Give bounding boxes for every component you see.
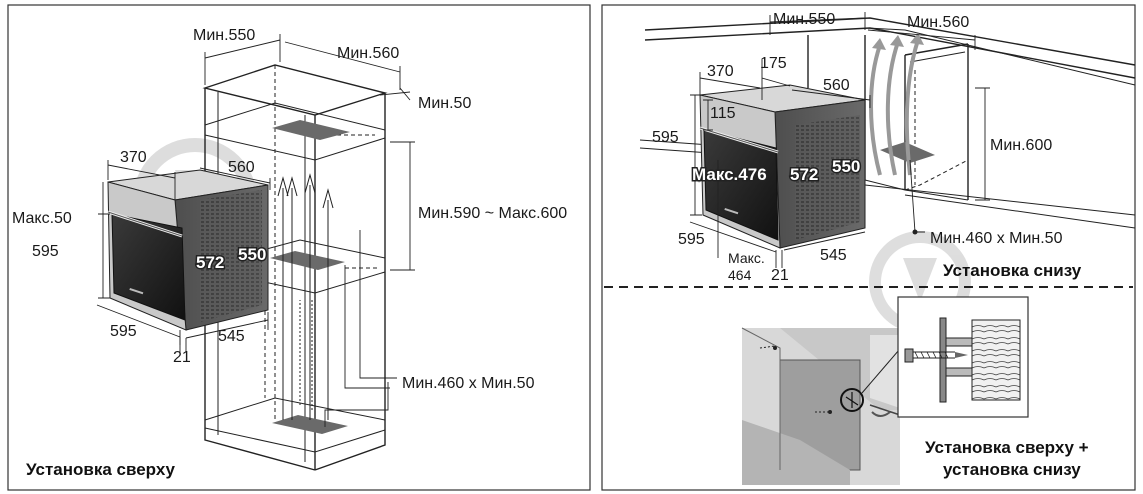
right-bottom-caption-line1: Установка сверху + bbox=[925, 438, 1089, 457]
left-dimension-lines bbox=[204, 34, 415, 427]
right-label-595-width: 595 bbox=[678, 231, 705, 248]
right-oven bbox=[699, 84, 866, 249]
screw-detail-inset bbox=[897, 296, 1029, 418]
right-label-550: 550 bbox=[832, 157, 860, 176]
right-label-370: 370 bbox=[707, 63, 734, 80]
left-label-370: 370 bbox=[120, 149, 147, 166]
left-label-560: 560 bbox=[228, 159, 255, 176]
right-label-max464-top: Макс. bbox=[728, 250, 765, 266]
left-label-vent: Мин.460 x Мин.50 bbox=[402, 375, 535, 392]
right-label-max476: Макс.476 bbox=[692, 165, 767, 184]
right-label-min600: Мин.600 bbox=[990, 137, 1052, 154]
left-label-min550: Мин.550 bbox=[193, 27, 255, 44]
mounting-photo bbox=[741, 327, 901, 485]
right-panel-frame bbox=[601, 4, 1136, 491]
left-panel-frame bbox=[7, 4, 591, 491]
left-label-height-range: Мин.590 ~ Макс.600 bbox=[418, 205, 567, 222]
right-label-595-height: 595 bbox=[652, 129, 679, 146]
right-cabinet bbox=[639, 17, 1136, 229]
right-dimension-lines bbox=[689, 12, 990, 268]
left-label-595-width: 595 bbox=[110, 323, 137, 340]
left-label-550: 550 bbox=[238, 245, 266, 264]
left-cabinet bbox=[202, 64, 388, 471]
left-caption: Установка сверху bbox=[26, 460, 175, 479]
right-label-175: 175 bbox=[760, 55, 787, 72]
right-top-caption: Установка снизу bbox=[943, 261, 1082, 280]
right-label-vent: Мин.460 x Мин.50 bbox=[930, 230, 1063, 247]
left-label-min50: Мин.50 bbox=[418, 95, 471, 112]
right-label-min560: Мин.560 bbox=[907, 14, 969, 31]
left-label-21: 21 bbox=[173, 349, 191, 366]
right-label-560: 560 bbox=[823, 77, 850, 94]
right-bottom-caption-line2: установка снизу bbox=[943, 460, 1081, 479]
left-label-572: 572 bbox=[196, 253, 224, 272]
right-label-115: 115 bbox=[710, 105, 736, 122]
right-label-21: 21 bbox=[771, 267, 789, 284]
left-label-min560: Мин.560 bbox=[337, 45, 399, 62]
right-label-max464-bottom: 464 bbox=[728, 267, 752, 283]
right-label-545: 545 bbox=[820, 247, 847, 264]
right-label-min550: Мин.550 bbox=[773, 11, 835, 28]
left-oven-dimension-lines bbox=[96, 160, 271, 352]
left-label-595-height: 595 bbox=[32, 243, 59, 260]
right-label-572: 572 bbox=[790, 165, 818, 184]
left-label-max50: Макс.50 bbox=[12, 210, 72, 227]
left-oven bbox=[107, 169, 269, 331]
left-label-545: 545 bbox=[218, 328, 245, 345]
